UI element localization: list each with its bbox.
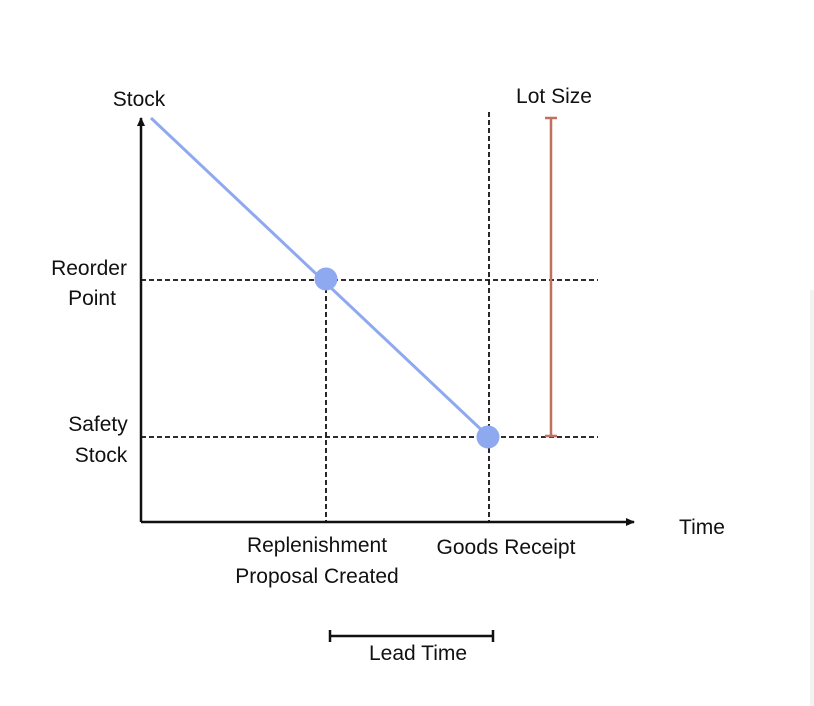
x-axis-label: Time [679, 516, 725, 539]
lot-size-bar [545, 116, 557, 438]
edge-strip [810, 290, 814, 706]
goods-receipt-label: Goods Receipt [437, 536, 576, 559]
goods-receipt-marker [476, 425, 500, 449]
lot-size-label: Lot Size [516, 85, 592, 108]
lead-time-bar [328, 630, 495, 642]
safety-stock-label-line1: Safety [68, 413, 128, 436]
reorder-point-label-line2: Point [68, 287, 116, 310]
reorder-point-marker [314, 267, 338, 291]
lead-time-label: Lead Time [369, 642, 467, 665]
safety-stock-label-line2: Stock [75, 444, 128, 467]
replenishment-label-line2: Proposal Created [235, 565, 398, 588]
reorder-point-label-line1: Reorder [51, 257, 127, 280]
y-axis-label: Stock [113, 88, 166, 111]
replenishment-label-line1: Replenishment [247, 534, 387, 557]
